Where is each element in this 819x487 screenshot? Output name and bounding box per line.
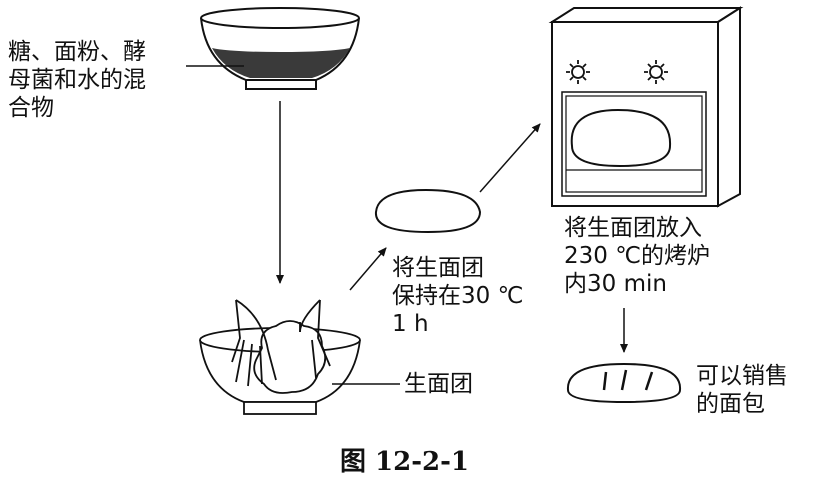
oven-label: 将生面团放入 230 ℃的烤炉 内30 min (564, 215, 711, 297)
oven-knob-right-icon (644, 60, 668, 84)
arrow-to-oven (479, 123, 541, 193)
sale-label: 可以销售 的面包 (696, 363, 788, 417)
keep-warm-label: 将生面团 保持在30 ℃ 1 h (392, 255, 524, 337)
kneading-bowl-icon (199, 299, 361, 415)
bread-icon (566, 362, 682, 404)
raw-dough-label: 生面团 (404, 371, 473, 397)
rising-dough-icon (374, 188, 482, 234)
mixture-label: 糖、面粉、酵 母菌和水的混 合物 (8, 39, 146, 121)
figure-caption: 图 12-2-1 (340, 447, 469, 477)
arrow-to-dough (349, 247, 387, 291)
oven-knob-left-icon (566, 60, 590, 84)
oven-icon (548, 6, 744, 208)
mixing-bowl-icon (200, 7, 360, 90)
